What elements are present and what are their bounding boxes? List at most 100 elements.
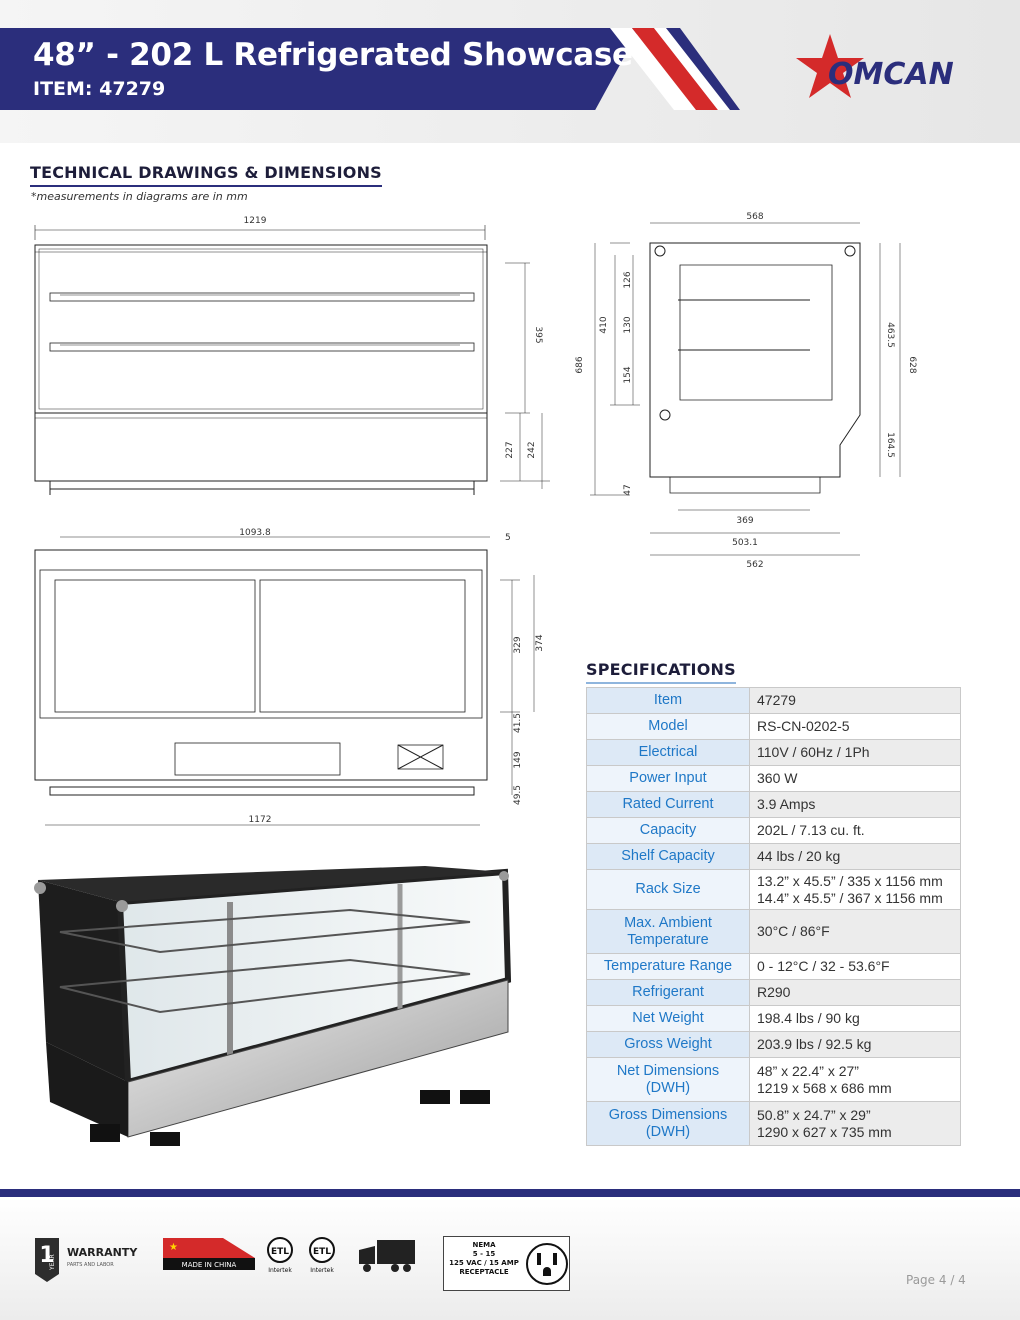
dim-side-s1: 126 xyxy=(623,271,633,288)
spec-label-line-1: Gross Dimensions xyxy=(608,1106,728,1123)
dim-side-s2: 130 xyxy=(623,316,633,333)
spec-label: Temperature Range xyxy=(586,953,750,980)
dim-side-lower: 164.5 xyxy=(885,432,895,458)
dim-rear-door-total: 374 xyxy=(535,634,545,651)
svg-text:ETL: ETL xyxy=(271,1247,289,1257)
spec-label: Model xyxy=(586,713,750,740)
spec-value-line-2: 1290 x 627 x 735 mm xyxy=(757,1123,892,1140)
warranty-years: 1 xyxy=(39,1243,54,1268)
etl-sanitation-mark: ETL Intertek xyxy=(309,1237,335,1274)
nema-line-3: 125 VAC / 15 AMP xyxy=(449,1259,519,1267)
measurement-note: *measurements in diagrams are in mm xyxy=(31,190,248,203)
spec-value-line-2: 1219 x 568 x 686 mm xyxy=(757,1079,892,1096)
etl-icon xyxy=(267,1237,293,1263)
spec-value: 47279 xyxy=(749,687,961,714)
dim-rear-width: 1172 xyxy=(249,815,272,825)
nema-receptacle-box: NEMA 5 - 15 125 VAC / 15 AMP RECEPTACLE xyxy=(443,1236,570,1291)
warranty-year-word: YEAR xyxy=(49,1254,56,1271)
spec-value: 202L / 7.13 cu. ft. xyxy=(749,817,961,844)
spec-value: 203.9 lbs / 92.5 kg xyxy=(749,1031,961,1058)
spec-label: Rated Current xyxy=(586,791,750,818)
dim-front-upper: 395 xyxy=(533,326,543,343)
spec-label: Capacity xyxy=(586,817,750,844)
receptacle-icon xyxy=(526,1243,568,1285)
spec-label: Electrical xyxy=(586,739,750,766)
dim-rear-offset: 5 xyxy=(505,533,511,543)
etl-mark: ETL Intertek xyxy=(267,1237,293,1274)
made-in-china-badge: ★ MADE IN CHINA xyxy=(163,1238,255,1270)
dim-side-feet: 47 xyxy=(623,484,633,495)
spec-label: Shelf Capacity xyxy=(586,843,750,870)
specifications-heading: SPECIFICATIONS xyxy=(586,660,736,684)
spec-row-net-dimensions: Net Dimensions (DWH) 48” x 22.4” x 27” 1… xyxy=(586,1057,961,1102)
spec-value-line-1: 13.2” x 45.5” / 335 x 1156 mm xyxy=(757,872,943,889)
dim-side-overall: 686 xyxy=(575,356,585,373)
warranty-subtitle: PARTS AND LABOR xyxy=(67,1262,114,1268)
etl-sanitation-icon xyxy=(309,1237,335,1263)
page-number: Page 4 / 4 xyxy=(906,1273,966,1287)
spec-label: Power Input xyxy=(586,765,750,792)
svg-text:ETL: ETL xyxy=(313,1247,331,1257)
star-icon xyxy=(796,34,864,98)
spec-row-temperature-range: Temperature Range 0 - 12°C / 32 - 53.6°F xyxy=(586,953,961,980)
drawings-heading: TECHNICAL DRAWINGS & DIMENSIONS xyxy=(30,163,382,187)
dim-front-width: 1219 xyxy=(244,216,267,226)
spec-label: Refrigerant xyxy=(586,979,750,1006)
spec-label-line-1: Net Dimensions xyxy=(616,1062,720,1079)
item-number: ITEM: 47279 xyxy=(33,78,166,100)
spec-label: Item xyxy=(586,687,750,714)
title-band xyxy=(0,28,640,110)
dim-front-base-b: 242 xyxy=(527,441,537,458)
cert-label-1: Intertek xyxy=(268,1267,292,1274)
nema-line-1: NEMA xyxy=(472,1241,496,1249)
spec-value: 48” x 22.4” x 27” 1219 x 568 x 686 mm xyxy=(749,1057,961,1102)
spec-row-shelf-capacity: Shelf Capacity 44 lbs / 20 kg xyxy=(586,843,961,870)
nema-line-4: RECEPTACLE xyxy=(459,1268,509,1276)
dim-side-w1: 369 xyxy=(736,516,753,526)
spec-row-rated-current: Rated Current 3.9 Amps xyxy=(586,791,961,818)
spec-row-capacity: Capacity 202L / 7.13 cu. ft. xyxy=(586,817,961,844)
nema-line-2: 5 - 15 xyxy=(472,1250,496,1258)
spec-row-gross-weight: Gross Weight 203.9 lbs / 92.5 kg xyxy=(586,1031,961,1058)
dim-rear-gap: 41.5 xyxy=(513,713,523,733)
spec-value: RS-CN-0202-5 xyxy=(749,713,961,740)
spec-value: 13.2” x 45.5” / 335 x 1156 mm 14.4” x 45… xyxy=(749,869,961,910)
brand-text: OMCAN xyxy=(828,57,954,92)
warranty-badge: 1 YEAR WARRANTY PARTS AND LABOR xyxy=(35,1238,138,1282)
omcan-logo: OMCAN xyxy=(796,34,954,98)
spec-label: Net Dimensions (DWH) xyxy=(586,1057,750,1102)
spec-value: 360 W xyxy=(749,765,961,792)
spec-label-line-2: (DWH) xyxy=(645,1123,691,1140)
spec-label: Net Weight xyxy=(586,1005,750,1032)
spec-row-refrigerant: Refrigerant R290 xyxy=(586,979,961,1006)
product-photo xyxy=(34,866,512,1146)
china-flag-star-icon: ★ xyxy=(169,1242,178,1253)
spec-row-rack-size: Rack Size 13.2” x 45.5” / 335 x 1156 mm … xyxy=(586,869,961,910)
cert-label-2: Intertek xyxy=(310,1267,334,1274)
spec-value-line-1: 48” x 22.4” x 27” xyxy=(757,1062,859,1079)
dim-side-w2: 503.1 xyxy=(732,538,758,548)
rear-view-drawing: 1093.8 5 329 374 41.5 149 49.5 1172 xyxy=(34,528,545,826)
header-stripes xyxy=(610,28,740,110)
spec-value: 0 - 12°C / 32 - 53.6°F xyxy=(749,953,961,980)
spec-label-line-2: (DWH) xyxy=(645,1079,691,1096)
page-title: 48” - 202 L Refrigerated Showcase xyxy=(33,37,633,73)
spec-value: 44 lbs / 20 kg xyxy=(749,843,961,870)
dim-side-top: 568 xyxy=(746,212,763,222)
spec-row-electrical: Electrical 110V / 60Hz / 1Ph xyxy=(586,739,961,766)
dim-rear-foot: 49.5 xyxy=(513,785,523,805)
nema-label: NEMA 5 - 15 125 VAC / 15 AMP RECEPTACLE xyxy=(446,1241,522,1277)
specifications-table: Item 47279 Model RS-CN-0202-5 Electrical… xyxy=(586,687,961,1146)
dim-rear-inner: 1093.8 xyxy=(239,528,271,538)
spec-label: Gross Dimensions (DWH) xyxy=(586,1101,750,1146)
spec-row-net-weight: Net Weight 198.4 lbs / 90 kg xyxy=(586,1005,961,1032)
spec-row-item: Item 47279 xyxy=(586,687,961,714)
spec-row-model: Model RS-CN-0202-5 xyxy=(586,713,961,740)
dim-side-w3: 562 xyxy=(746,560,763,570)
spec-value: 3.9 Amps xyxy=(749,791,961,818)
spec-value: 110V / 60Hz / 1Ph xyxy=(749,739,961,766)
spec-label-line-2: Temperature xyxy=(627,931,709,948)
spec-label: Max. Ambient Temperature xyxy=(586,909,750,954)
spec-value-line-2: 14.4” x 45.5” / 367 x 1156 mm xyxy=(757,889,943,906)
spec-row-gross-dimensions: Gross Dimensions (DWH) 50.8” x 24.7” x 2… xyxy=(586,1101,961,1146)
